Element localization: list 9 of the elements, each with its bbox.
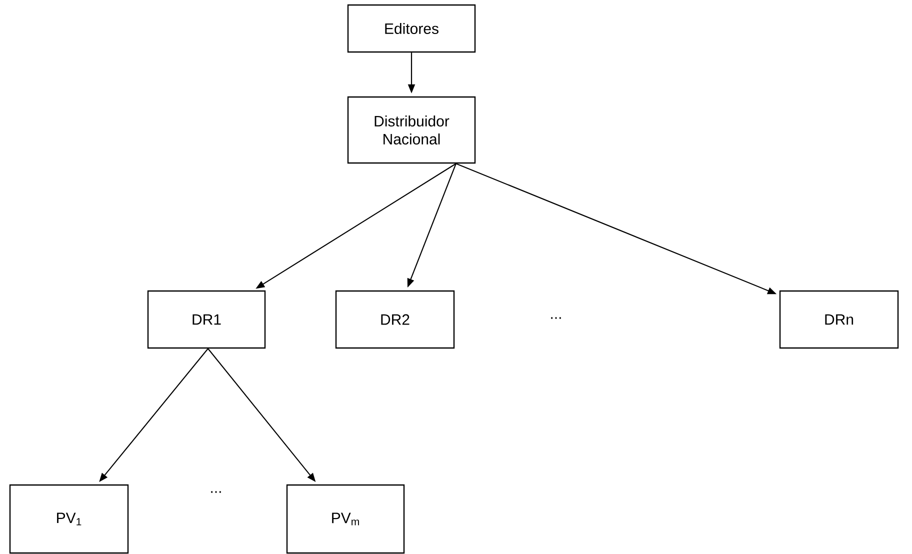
ellipsis: ... (551, 317, 561, 319)
process-box: Distribuidor Nacional (347, 96, 476, 164)
process-box: DR2 (335, 290, 455, 349)
ellipsis: ... (211, 491, 221, 493)
process-box: Editores (347, 4, 476, 53)
process-box: PV$_{1}$ (9, 484, 129, 554)
process-box: PV$_{m}$ (286, 484, 405, 554)
process-box: DR1 (147, 290, 266, 349)
process-box: DRn (779, 290, 899, 349)
